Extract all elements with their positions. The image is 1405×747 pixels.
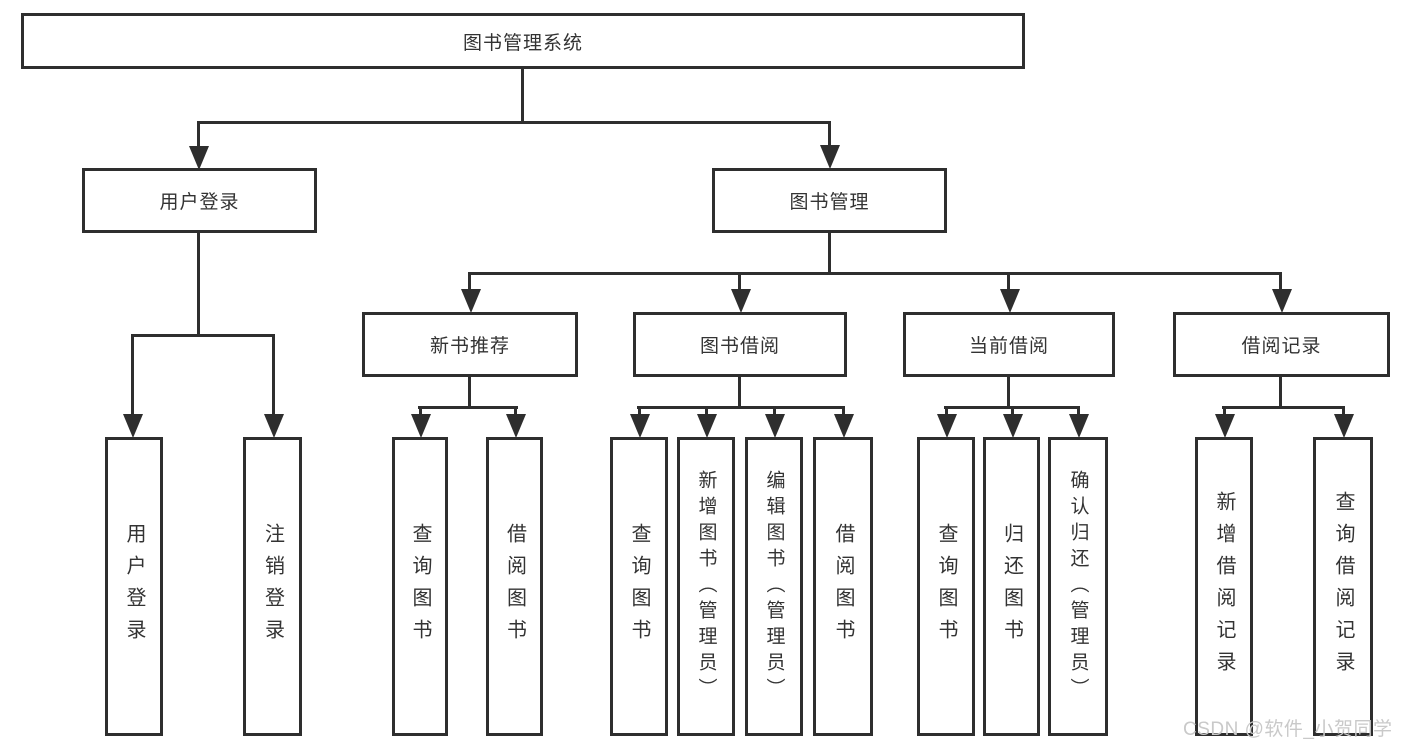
arrowhead-icon bbox=[1272, 289, 1292, 313]
connector-line bbox=[1279, 272, 1282, 290]
connector-line bbox=[514, 406, 517, 416]
connector-line bbox=[1342, 406, 1345, 416]
node-query-books-current: 查询图书 bbox=[917, 437, 975, 736]
node-library-management-system: 图书管理系统 bbox=[21, 13, 1025, 69]
node-add-borrow-record: 新增借阅记录 bbox=[1195, 437, 1253, 736]
node-new-book-recommendation: 新书推荐 bbox=[362, 312, 578, 377]
connector-line bbox=[828, 232, 831, 274]
connector-line bbox=[197, 121, 831, 124]
connector-line bbox=[738, 272, 741, 290]
arrowhead-icon bbox=[461, 289, 481, 313]
node-return-books: 归还图书 bbox=[983, 437, 1040, 736]
connector-line bbox=[1223, 406, 1226, 416]
node-label: 当前借阅 bbox=[968, 336, 1049, 357]
connector-line bbox=[1077, 406, 1080, 416]
node-edit-book-admin: 编辑图书（管理员） bbox=[745, 437, 803, 736]
connector-line bbox=[1011, 406, 1014, 416]
node-query-books-borrowing: 查询图书 bbox=[610, 437, 668, 736]
arrowhead-icon bbox=[697, 414, 717, 438]
connector-line bbox=[842, 406, 845, 416]
node-user-login: 用户登录 bbox=[82, 168, 317, 233]
connector-line bbox=[738, 375, 741, 409]
node-confirm-return-admin: 确认归还（管理员） bbox=[1048, 437, 1108, 736]
node-borrow-books: 借阅图书 bbox=[813, 437, 873, 736]
node-label: 新书推荐 bbox=[429, 336, 510, 357]
node-label: 新增图书（管理员） bbox=[695, 469, 717, 704]
arrowhead-icon bbox=[1215, 414, 1235, 438]
node-add-book-admin: 新增图书（管理员） bbox=[677, 437, 735, 736]
node-label: 借阅图书 bbox=[503, 522, 526, 651]
connector-line bbox=[131, 334, 134, 414]
connector-line bbox=[1007, 272, 1010, 290]
connector-line bbox=[197, 232, 200, 336]
node-label: 查询图书 bbox=[628, 522, 650, 651]
arrowhead-icon bbox=[123, 414, 143, 438]
node-label: 用户登录 bbox=[159, 192, 240, 213]
node-query-books-recommend: 查询图书 bbox=[392, 437, 448, 736]
node-label: 图书管理 bbox=[789, 192, 870, 213]
node-query-borrow-record: 查询借阅记录 bbox=[1313, 437, 1373, 736]
connector-line bbox=[419, 406, 422, 416]
connector-line bbox=[468, 272, 471, 290]
arrowhead-icon bbox=[189, 146, 209, 170]
node-label: 图书借阅 bbox=[699, 336, 780, 357]
node-user-login-leaf: 用户登录 bbox=[105, 437, 163, 736]
node-label: 注销登录 bbox=[261, 522, 284, 651]
arrowhead-icon bbox=[731, 289, 751, 313]
node-label: 图书管理系统 bbox=[462, 32, 583, 54]
node-borrowing-records: 借阅记录 bbox=[1173, 312, 1390, 377]
connector-line bbox=[638, 406, 641, 416]
node-logout: 注销登录 bbox=[243, 437, 302, 736]
node-book-borrowing: 图书借阅 bbox=[633, 312, 847, 377]
node-label: 借阅图书 bbox=[832, 522, 854, 651]
arrowhead-icon bbox=[937, 414, 957, 438]
connector-line bbox=[131, 334, 275, 337]
connector-line bbox=[1007, 375, 1010, 409]
node-current-borrowing: 当前借阅 bbox=[903, 312, 1115, 377]
connector-line bbox=[637, 406, 845, 409]
node-label: 查询图书 bbox=[935, 522, 957, 651]
arrowhead-icon bbox=[1334, 414, 1354, 438]
arrowhead-icon bbox=[834, 414, 854, 438]
arrowhead-icon bbox=[1003, 414, 1023, 438]
connector-line bbox=[197, 121, 200, 147]
connector-line bbox=[773, 406, 776, 416]
arrowhead-icon bbox=[765, 414, 785, 438]
connector-line bbox=[468, 272, 1282, 275]
node-label: 归还图书 bbox=[1000, 522, 1023, 651]
arrowhead-icon bbox=[264, 414, 284, 438]
node-label: 编辑图书（管理员） bbox=[763, 469, 785, 704]
arrowhead-icon bbox=[820, 145, 840, 169]
connector-line bbox=[521, 69, 524, 124]
connector-line bbox=[468, 375, 471, 409]
connector-line bbox=[945, 406, 948, 416]
node-book-management: 图书管理 bbox=[712, 168, 947, 233]
node-label: 新增借阅记录 bbox=[1213, 490, 1235, 683]
connector-line bbox=[828, 121, 831, 147]
node-label: 用户登录 bbox=[123, 522, 145, 651]
node-borrow-books-recommend: 借阅图书 bbox=[486, 437, 543, 736]
arrowhead-icon bbox=[411, 414, 431, 438]
csdn-watermark: CSDN @软件_小贺同学 bbox=[1183, 719, 1393, 740]
connector-line bbox=[1279, 375, 1282, 409]
connector-line bbox=[418, 406, 518, 409]
connector-line bbox=[705, 406, 708, 416]
arrowhead-icon bbox=[1000, 289, 1020, 313]
arrowhead-icon bbox=[630, 414, 650, 438]
connector-line bbox=[272, 334, 275, 414]
arrowhead-icon bbox=[1069, 414, 1089, 438]
node-label: 借阅记录 bbox=[1241, 336, 1322, 357]
node-label: 查询借阅记录 bbox=[1332, 490, 1354, 683]
node-label: 确认归还（管理员） bbox=[1067, 469, 1089, 704]
arrowhead-icon bbox=[506, 414, 526, 438]
node-label: 查询图书 bbox=[409, 522, 431, 651]
connector-line bbox=[1222, 406, 1345, 409]
